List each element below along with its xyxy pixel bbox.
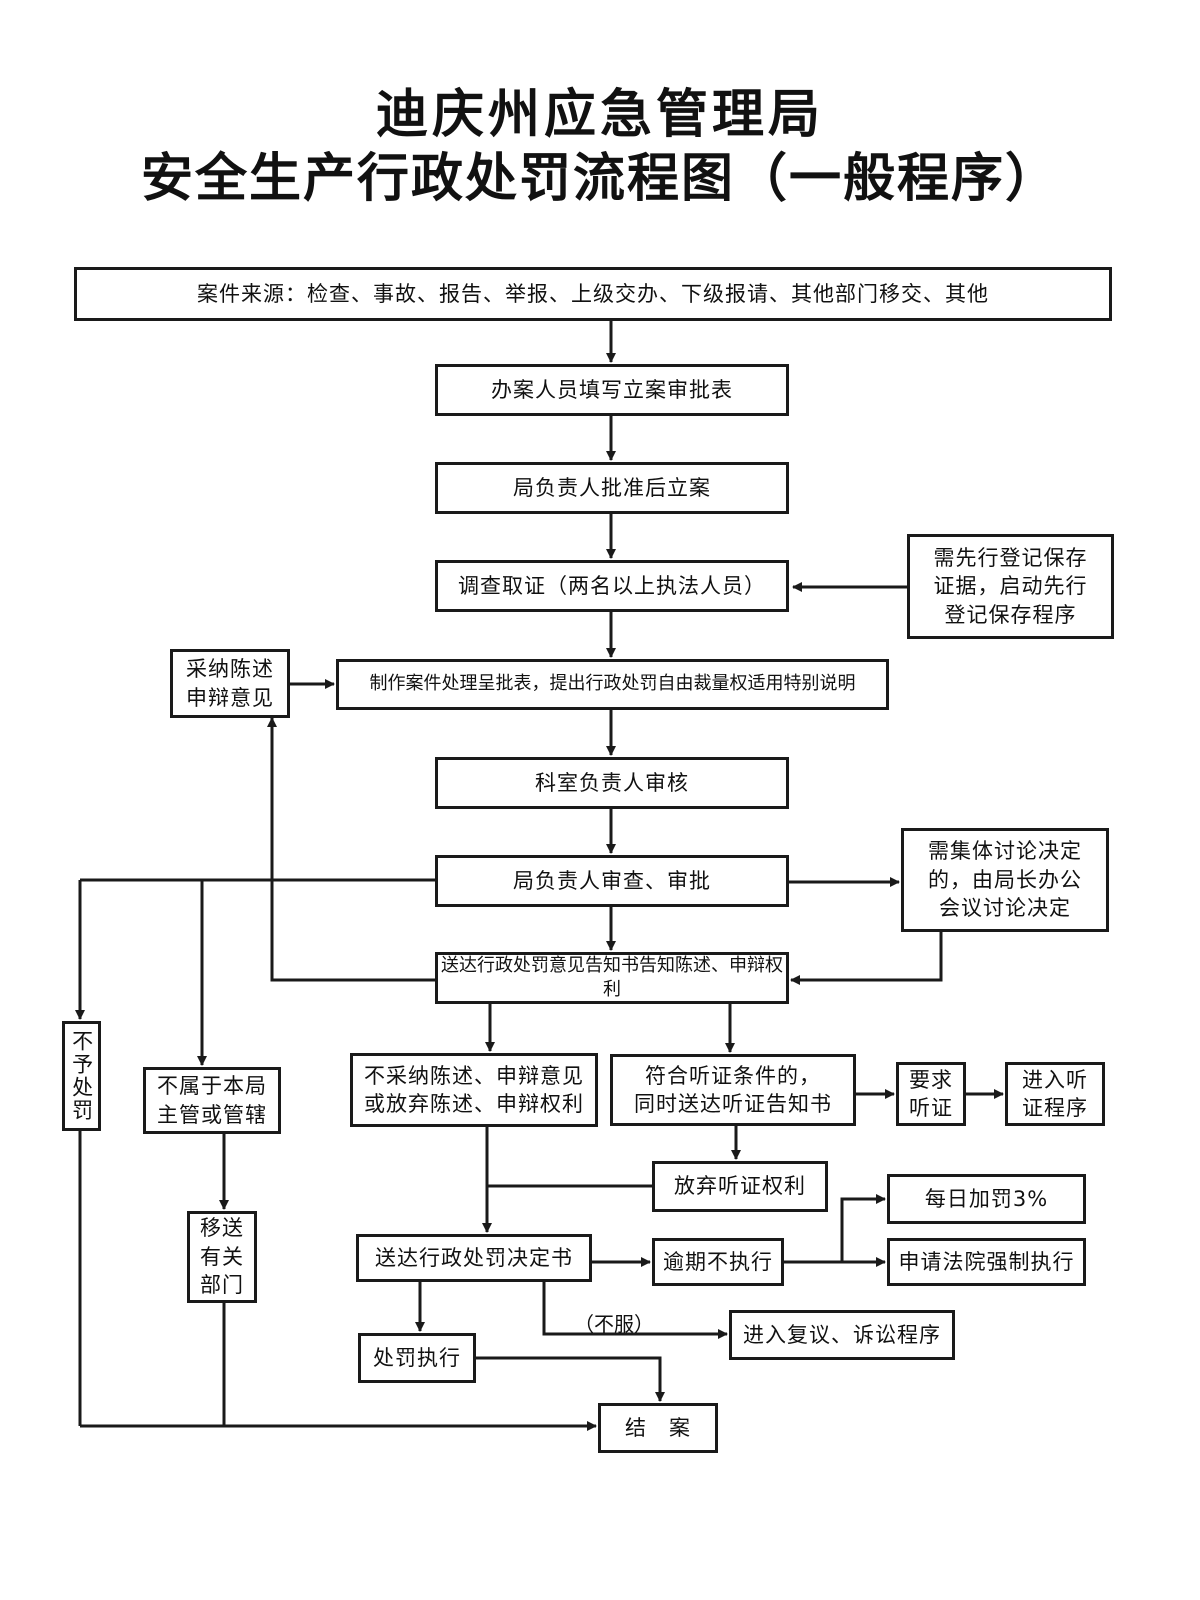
node-appeal: 进入复议、诉讼程序 — [729, 1310, 955, 1360]
node-notify: 送达行政处罚意见告知书告知陈述、申辩权利 — [435, 952, 789, 1004]
node-reject-statement: 不采纳陈述、申辩意见 或放弃陈述、申辩权利 — [350, 1053, 598, 1127]
arrow-execute-to-close — [476, 1356, 665, 1402]
label-disagree: （不服） — [574, 1312, 654, 1336]
node-not-jurisdiction: 不属于本局 主管或管辖 — [143, 1067, 281, 1134]
node-overdue: 逾期不执行 — [652, 1238, 784, 1286]
node-fill-form: 办案人员填写立案审批表 — [435, 364, 789, 416]
arrow-collective-to-notify — [790, 932, 943, 985]
node-close: 结 案 — [598, 1403, 718, 1453]
arrow-deliver-to-appeal — [542, 1282, 728, 1339]
node-enter-hearing: 进入听 证程序 — [1005, 1062, 1105, 1126]
node-approve-case: 局负责人批准后立案 — [435, 462, 789, 514]
node-draft: 制作案件处理呈批表，提出行政处罚自由裁量权适用特别说明 — [336, 659, 889, 710]
node-hearing-eligible: 符合听证条件的， 同时送达听证告知书 — [610, 1054, 856, 1126]
node-court: 申请法院强制执行 — [887, 1238, 1086, 1286]
node-daily-fine: 每日加罚3% — [887, 1174, 1086, 1224]
node-request-hearing: 要求 听证 — [896, 1062, 966, 1126]
arrow-notify-to-adopt — [267, 717, 435, 982]
arrow-to-daily-fine — [840, 1194, 886, 1262]
node-adopt: 采纳陈述 申辩意见 — [170, 649, 290, 718]
node-transfer: 移送 有关 部门 — [187, 1211, 257, 1303]
node-no-penalty: 不予处罚 — [62, 1021, 101, 1131]
node-preserve: 需先行登记保存 证据，启动先行 登记保存程序 — [907, 534, 1114, 639]
node-source: 案件来源：检查、事故、报告、举报、上级交办、下级报请、其他部门移交、其他 — [74, 267, 1112, 321]
node-collective: 需集体讨论决定 的，由局长办公 会议讨论决定 — [901, 828, 1109, 932]
node-waive-hearing: 放弃听证权利 — [652, 1161, 828, 1212]
title-line2: 安全生产行政处罚流程图（一般程序） — [140, 149, 1059, 209]
node-section-review: 科室负责人审核 — [435, 757, 789, 809]
node-investigate: 调查取证（两名以上执法人员） — [435, 560, 789, 612]
title-line1: 迪庆州应急管理局 — [375, 85, 824, 145]
node-deliver-decision: 送达行政处罚决定书 — [356, 1234, 592, 1282]
node-execute: 处罚执行 — [358, 1333, 476, 1383]
node-bureau-review: 局负责人审查、审批 — [435, 855, 789, 907]
